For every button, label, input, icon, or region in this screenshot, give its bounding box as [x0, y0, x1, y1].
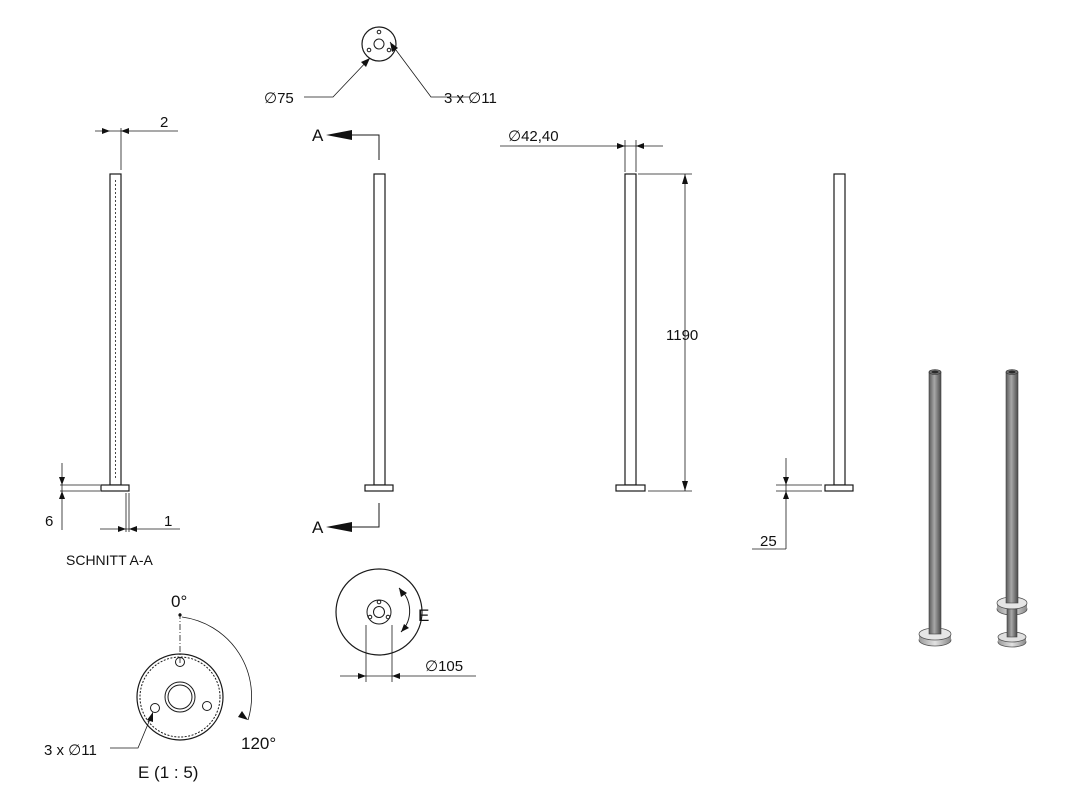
- iso-post-right: [996, 369, 1028, 648]
- top-view-flange: [304, 26, 470, 98]
- dim-dia-42-40: ∅42,40: [508, 128, 559, 145]
- detail-e-view: [110, 613, 252, 749]
- dim-angle-0: 0°: [171, 592, 187, 611]
- section-view: [59, 128, 180, 532]
- dim-angle-120: 120°: [241, 734, 276, 753]
- dim-offset-25: 25: [760, 533, 777, 550]
- side-view: [500, 140, 692, 492]
- section-name: SCHNITT A-A: [66, 552, 154, 568]
- right-view: [752, 173, 854, 550]
- dim-top-dia-75: ∅75: [264, 90, 294, 107]
- detail-name: E (1 : 5): [138, 763, 198, 782]
- dim-height-1190: 1190: [666, 327, 698, 344]
- detail-marker: E: [418, 606, 429, 625]
- dim-wall-1: 1: [164, 513, 172, 530]
- front-view: [326, 130, 394, 532]
- dim-detail-holes: 3 x ∅11: [44, 742, 97, 759]
- dim-plate-6: 6: [45, 513, 53, 530]
- dim-dia-105: ∅105: [425, 658, 463, 675]
- bottom-view: [335, 568, 476, 682]
- dim-top-holes: 3 x ∅11: [444, 90, 497, 107]
- section-label-top: A: [312, 126, 324, 145]
- dim-wall-2: 2: [160, 114, 168, 131]
- iso-post-left: [918, 369, 952, 647]
- section-label-bottom: A: [312, 518, 324, 537]
